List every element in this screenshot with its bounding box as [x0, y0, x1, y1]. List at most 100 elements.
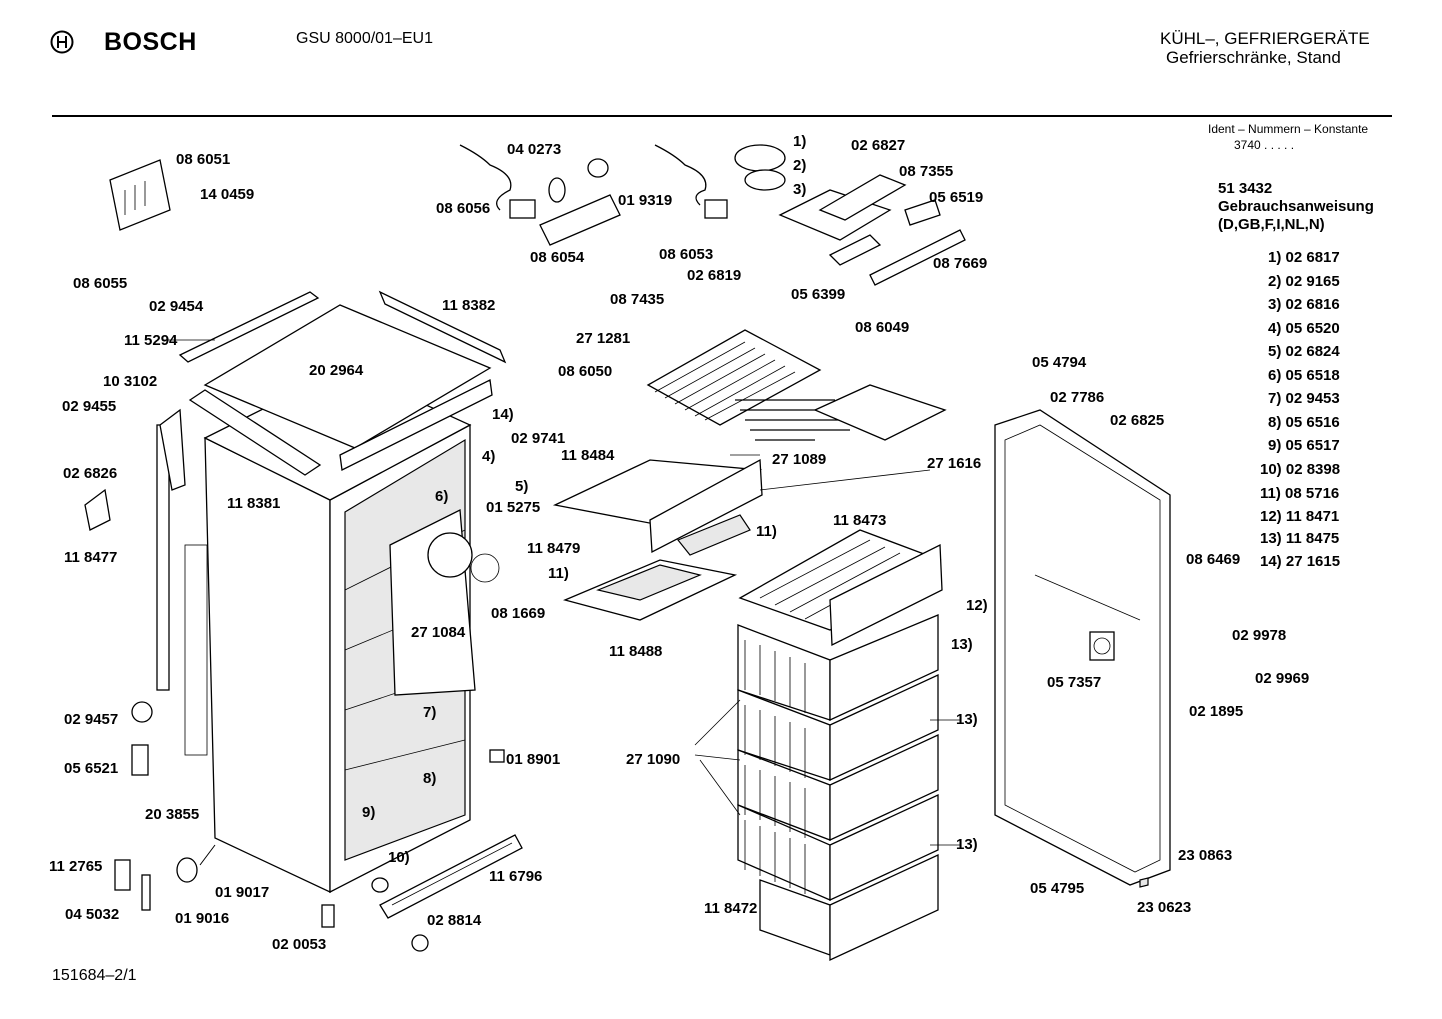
part-label: 08 6469 — [1186, 551, 1241, 568]
callout-key: 4) — [482, 448, 496, 465]
part-label: 08 6055 — [73, 275, 128, 292]
part-label: 11 8473 — [833, 512, 887, 529]
part-label: 04 5032 — [65, 906, 120, 923]
part-label: 02 6827 — [851, 137, 906, 154]
part-label: 05 6399 — [791, 286, 846, 303]
part-label: 05 6521 — [64, 760, 119, 777]
part-label: 11 8477 — [64, 549, 118, 566]
bosch-logo-icon — [50, 30, 74, 54]
callout-key: 10) — [388, 849, 410, 866]
legend-item: 2) 02 9165 — [1268, 273, 1340, 290]
part-label: 01 9016 — [175, 910, 230, 927]
part-label: 27 1084 — [411, 624, 466, 641]
part-label: 08 6053 — [659, 246, 714, 263]
part-label: 14 0459 — [200, 186, 255, 203]
callout-key: 5) — [515, 478, 529, 495]
part-label: 01 5275 — [486, 499, 541, 516]
part-label: 05 7357 — [1047, 674, 1102, 691]
legend-item: 7) 02 9453 — [1268, 390, 1340, 407]
model-number: GSU 8000/01–EU1 — [296, 30, 433, 47]
part-label: 11 2765 — [49, 858, 103, 875]
bottom-grille — [371, 749, 523, 952]
part-label: 10 3102 — [103, 373, 158, 390]
category-subtitle: Gefrierschränke, Stand — [1166, 48, 1341, 67]
part-label: 02 1895 — [1189, 703, 1244, 720]
part-label: 08 1669 — [491, 605, 546, 622]
part-label: 08 6056 — [436, 200, 491, 217]
part-label: 08 7435 — [610, 291, 665, 308]
legend-item: 13) 11 8475 — [1260, 530, 1340, 547]
part-label: 08 7669 — [933, 255, 988, 272]
freezer-baskets — [737, 529, 943, 962]
legend-item: 12) 11 8471 — [1260, 508, 1340, 525]
part-label: 08 6049 — [855, 319, 910, 336]
part-label: 02 7786 — [1050, 389, 1105, 406]
part-label: 08 6054 — [530, 249, 585, 266]
part-label: 11 8381 — [227, 495, 281, 512]
evaporator-coil — [646, 329, 947, 441]
thermostat-parts — [459, 144, 966, 286]
part-label: 02 9741 — [511, 430, 566, 447]
part-label: 27 1616 — [927, 455, 982, 472]
ident-title: Ident – Nummern – Konstante — [1208, 122, 1369, 136]
legend-item: 4) 05 6520 — [1268, 320, 1340, 337]
callout-key: 9) — [362, 804, 376, 821]
part-label: 01 9319 — [618, 192, 673, 209]
part-label: 02 9454 — [149, 298, 204, 315]
door — [994, 409, 1171, 888]
legend-item: 8) 05 6516 — [1268, 414, 1340, 431]
left-parts — [84, 159, 335, 928]
fan-shroud — [389, 508, 500, 696]
legend-item: 6) 05 6518 — [1268, 367, 1340, 384]
part-label: 11 5294 — [124, 332, 178, 349]
part-label: 02 8814 — [427, 912, 482, 929]
part-label: 11 8479 — [527, 540, 581, 557]
callout-key: 7) — [423, 704, 437, 721]
part-label: 11 6796 — [489, 868, 543, 885]
part-label: 04 0273 — [507, 141, 562, 158]
callout-key: 1) — [793, 133, 807, 150]
part-label: 01 9017 — [215, 884, 270, 901]
part-label: 02 9978 — [1232, 627, 1287, 644]
part-label: 27 1089 — [772, 451, 827, 468]
part-label: 11 8484 — [561, 447, 615, 464]
callout-key: 12) — [966, 597, 988, 614]
callout-key: 2) — [793, 157, 807, 174]
callout-key: 11) — [756, 523, 777, 540]
callout-key: 11) — [548, 565, 569, 582]
legend-item: 1) 02 6817 — [1268, 249, 1340, 266]
part-label: 23 0623 — [1137, 899, 1192, 916]
legend-item: 9) 05 6517 — [1268, 437, 1340, 454]
manual-number: 51 3432 — [1218, 180, 1273, 197]
part-label: 11 8488 — [609, 643, 663, 660]
part-label: 23 0863 — [1178, 847, 1233, 864]
legend-item: 14) 27 1615 — [1260, 553, 1341, 570]
part-label: 02 9455 — [62, 398, 117, 415]
part-label: 08 6051 — [176, 151, 231, 168]
callout-key: 14) — [492, 406, 514, 423]
legend-item: 11) 08 5716 — [1260, 485, 1340, 502]
part-label: 20 3855 — [145, 806, 200, 823]
leader-lines — [162, 339, 960, 846]
ident-value: 3740 . . . . . — [1234, 138, 1295, 152]
legend-item: 10) 02 8398 — [1260, 461, 1341, 478]
tray-assembly — [552, 458, 763, 621]
callout-key: 3) — [793, 181, 807, 198]
manual-languages: (D,GB,F,I,NL,N) — [1218, 216, 1325, 233]
part-label: 02 9969 — [1255, 670, 1310, 687]
callout-key: 13) — [956, 711, 978, 728]
part-label: 02 9457 — [64, 711, 119, 728]
drawing-number: 151684–2/1 — [52, 967, 137, 984]
part-label: 01 8901 — [506, 751, 561, 768]
callout-key: 13) — [951, 636, 973, 653]
category-title: KÜHL–, GEFRIERGERÄTE — [1160, 29, 1370, 48]
part-label: 05 4795 — [1030, 880, 1085, 897]
legend-item: 3) 02 6816 — [1268, 296, 1340, 313]
part-label: 27 1090 — [626, 751, 681, 768]
top-panel — [178, 290, 507, 476]
part-label: 11 8382 — [442, 297, 496, 314]
callout-key: 8) — [423, 770, 437, 787]
header-divider — [52, 115, 1392, 117]
part-label: 08 7355 — [899, 163, 954, 180]
